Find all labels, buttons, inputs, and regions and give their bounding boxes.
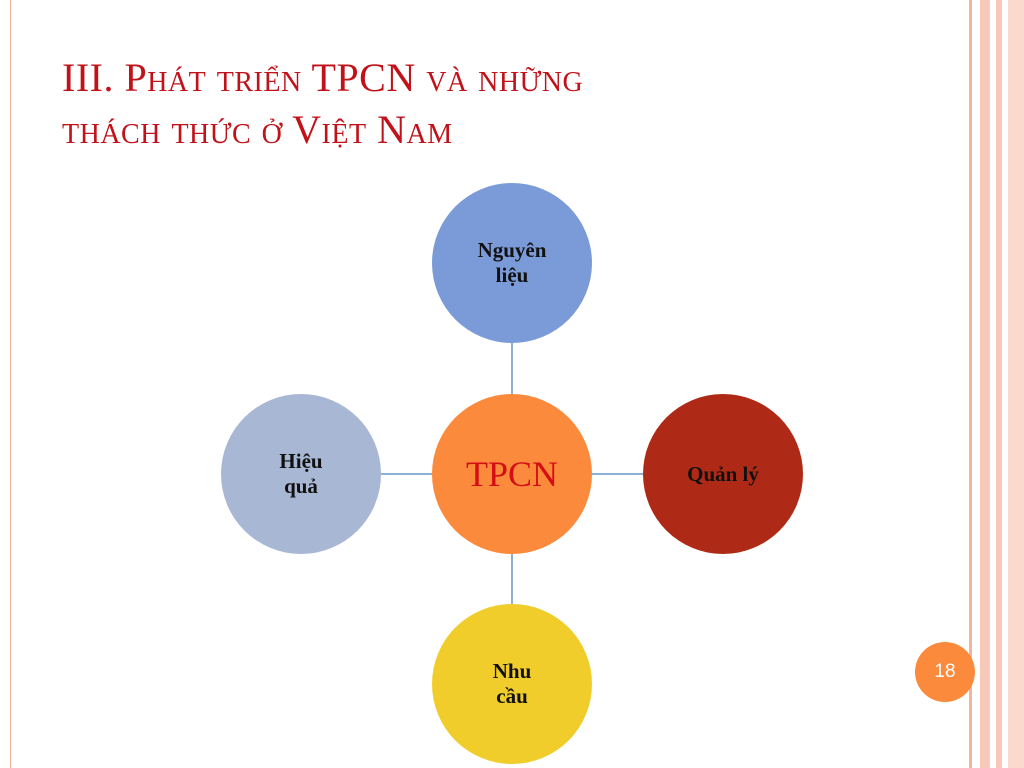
slide-title-line-1: III. Phát triển TPCN và những	[62, 55, 584, 100]
connector-left	[381, 473, 432, 475]
slide-title: III. Phát triển TPCN và những thách thức…	[62, 52, 922, 156]
node-hieu-qua: Hiệu quả	[221, 394, 381, 554]
slide-frame	[10, 0, 970, 768]
stripe	[1008, 0, 1024, 768]
connector-bottom	[511, 554, 513, 604]
node-nguyen-lieu: Nguyên liệu	[432, 183, 592, 343]
node-center-tpcn: TPCN	[432, 394, 592, 554]
node-label: Nguyên	[477, 238, 547, 262]
center-label: TPCN	[465, 454, 559, 494]
page-number-badge: 18	[915, 642, 975, 702]
decorative-stripes	[970, 0, 1024, 768]
node-nhu-cau: Nhu cầu	[432, 604, 592, 764]
connector-top	[511, 343, 513, 394]
stripe	[980, 0, 990, 768]
node-label: Hiệu	[279, 449, 323, 473]
page-number: 18	[934, 661, 956, 682]
node-label: quả	[284, 474, 318, 498]
stripe	[996, 0, 1002, 768]
slide-title-line-2: thách thức ở Việt Nam	[62, 107, 453, 152]
node-label: Quản lý	[687, 461, 759, 486]
connector-right	[592, 473, 643, 475]
node-label: liệu	[495, 263, 529, 287]
node-label: Nhu	[492, 659, 532, 683]
stripe	[970, 0, 972, 768]
node-quan-ly: Quản lý	[643, 394, 803, 554]
node-label: cầu	[496, 684, 528, 708]
